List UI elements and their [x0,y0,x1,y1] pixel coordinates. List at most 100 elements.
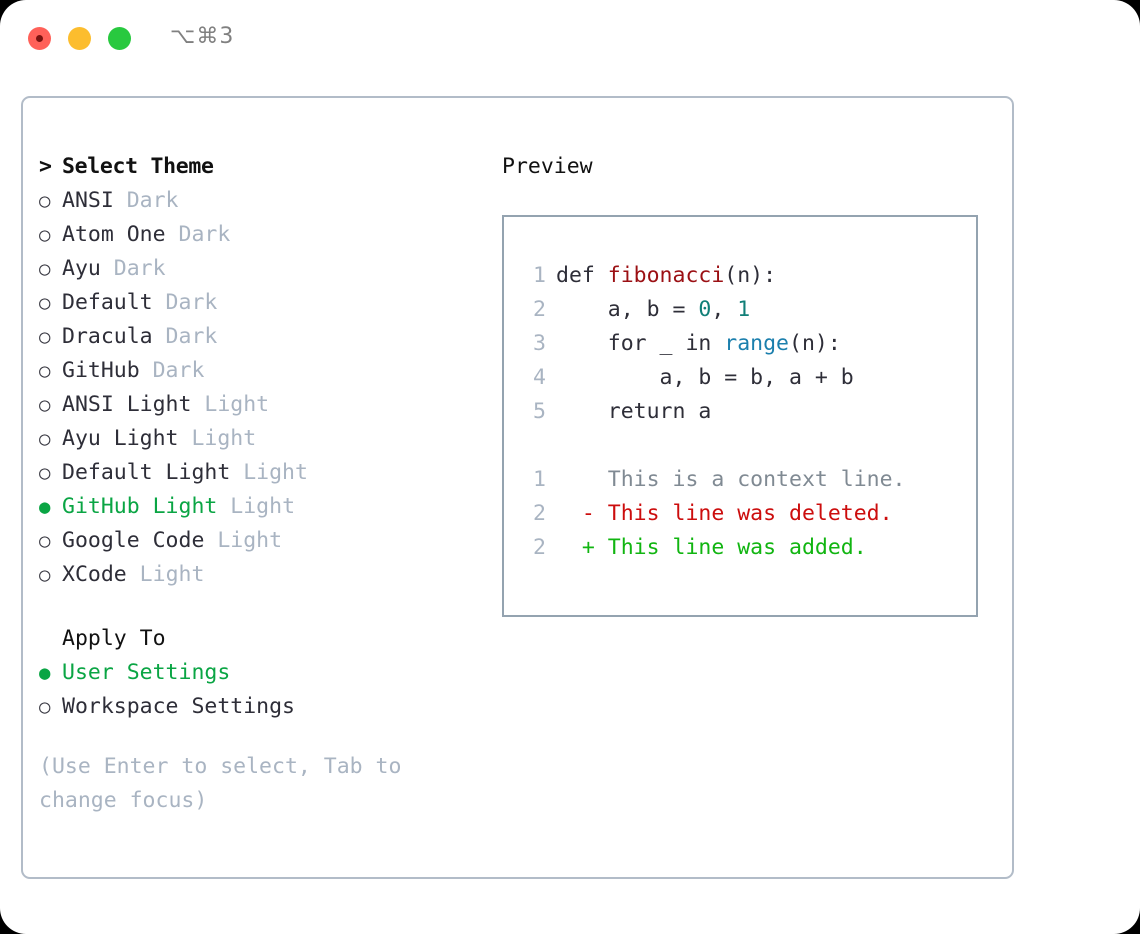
code-token: (n): [789,331,841,356]
radio-unselected-icon: ○ [39,360,51,382]
radio-unselected-icon: ○ [39,394,51,416]
theme-name: ANSI Light [62,392,192,417]
radio-unselected-icon: ○ [39,530,51,552]
radio-unselected-icon: ○ [39,696,51,718]
code-token: a, b = b, a + b [556,365,854,390]
code-token: return a [556,399,712,424]
line-number: 2 [533,535,546,560]
code-line: 2 a, b = 0, 1 [516,293,976,327]
theme-variant-badge: Dark [152,290,218,315]
apply-to-option-workspace-settings[interactable]: ○Workspace Settings [39,690,469,724]
radio-unselected-icon: ○ [39,564,51,586]
code-token: 1 [737,297,751,322]
radio-unselected-icon: ○ [39,190,51,212]
theme-option-ayu-light[interactable]: ○ Ayu Light Light [39,422,469,456]
theme-variant-badge: Dark [152,324,218,349]
code-token: (n): [724,263,777,288]
theme-variant-badge: Dark [113,188,179,213]
theme-option-default-light[interactable]: ○ Default Light Light [39,456,469,490]
line-number: 3 [533,331,546,356]
theme-option-ansi[interactable]: ○ ANSI Dark [39,184,469,218]
theme-variant-badge: Dark [139,358,205,383]
apply-to-heading: Apply To [39,622,469,656]
theme-option-ayu[interactable]: ○ Ayu Dark [39,252,469,286]
theme-variant-badge: Light [191,392,270,417]
diff-line-add: 2 + This line was added. [516,531,976,565]
radio-unselected-icon: ○ [39,292,51,314]
code-token: 0 [698,297,712,322]
theme-name: Ayu Light [62,426,179,451]
apply-to-option-list: ●User Settings○Workspace Settings [39,656,469,724]
radio-unselected-icon: ○ [39,326,51,348]
theme-variant-badge: Light [126,562,205,587]
diff-text: This line was deleted. [594,501,893,526]
maximize-window-button[interactable] [108,27,131,50]
page-title: Select Theme [61,154,214,179]
line-number: 4 [533,365,546,390]
theme-variant-badge: Dark [100,256,166,281]
theme-name: Google Code [62,528,205,553]
apply-to-option-label: User Settings [62,660,231,685]
diff-sample: 1 This is a context line. 2 - This line w… [516,463,976,565]
keyboard-shortcut-label: ⌥⌘3 [170,24,235,49]
minimize-window-button[interactable] [68,27,91,50]
theme-name: Default Light [62,460,231,485]
theme-variant-badge: Light [217,494,296,519]
line-number: 5 [533,399,546,424]
code-line: 5 return a [516,395,976,429]
radio-unselected-icon: ○ [39,224,51,246]
select-theme-heading: > Select Theme [39,150,469,184]
theme-option-google-code[interactable]: ○Google Code Light [39,524,469,558]
line-number: 2 [533,297,546,322]
radio-unselected-icon: ○ [39,258,51,280]
theme-name: GitHub [62,358,140,383]
theme-name: Ayu [62,256,101,281]
title-bar: ⌥⌘3 [0,0,1140,76]
keyboard-hint-text: (Use Enter to select, Tab to change focu… [39,754,402,813]
theme-option-xcode[interactable]: ○ XCode Light [39,558,469,592]
theme-list-column: > Select Theme ○ANSI Dark○Atom One Dark○… [39,150,469,818]
theme-name: Atom One [62,222,166,247]
theme-picker-panel: > Select Theme ○ANSI Dark○Atom One Dark○… [21,96,1014,879]
diff-marker [556,463,595,497]
theme-name: GitHub Light [62,494,218,519]
diff-marker: - [556,501,595,526]
theme-name: Default [62,290,153,315]
code-line: 3 for _ in range(n): [516,327,976,361]
theme-variant-badge: Dark [165,222,231,247]
theme-option-dracula[interactable]: ○Dracula Dark [39,320,469,354]
line-number: 2 [533,501,546,526]
theme-option-ansi-light[interactable]: ○ ANSI Light Light [39,388,469,422]
diff-line-ctx: 1 This is a context line. [516,463,976,497]
theme-option-atom-one[interactable]: ○ Atom One Dark [39,218,469,252]
theme-option-default[interactable]: ○ Default Dark [39,286,469,320]
code-token: def [556,263,608,288]
code-token: fibonacci [607,263,725,288]
diff-text: This is a context line. [594,467,906,492]
code-token: range [724,331,790,356]
diff-marker: + [556,535,595,560]
theme-name: ANSI [62,188,114,213]
theme-option-list: ○ ANSI Dark ○ Atom One Dark ○ Ayu Dark ○ Defaul… [39,184,469,592]
radio-unselected-icon: ○ [39,428,51,450]
diff-text: This line was added. [594,535,867,560]
code-token: , [711,297,738,322]
apply-to-option-user-settings[interactable]: ●User Settings [39,656,469,690]
theme-option-github[interactable]: ○ GitHub Dark [39,354,469,388]
line-number: 1 [533,467,546,492]
radio-unselected-icon: ○ [39,462,51,484]
theme-option-github-light[interactable]: ● GitHub Light Light [39,490,469,524]
theme-name: XCode [62,562,127,587]
theme-variant-badge: Light [230,460,308,485]
code-line: 4 a, b = b, a + b [516,361,976,395]
code-token: for _ in [556,331,725,356]
apply-to-label: Apply To [62,626,166,651]
theme-variant-badge: Light [178,426,257,451]
radio-selected-icon: ● [39,496,51,518]
close-window-button[interactable] [28,27,51,50]
